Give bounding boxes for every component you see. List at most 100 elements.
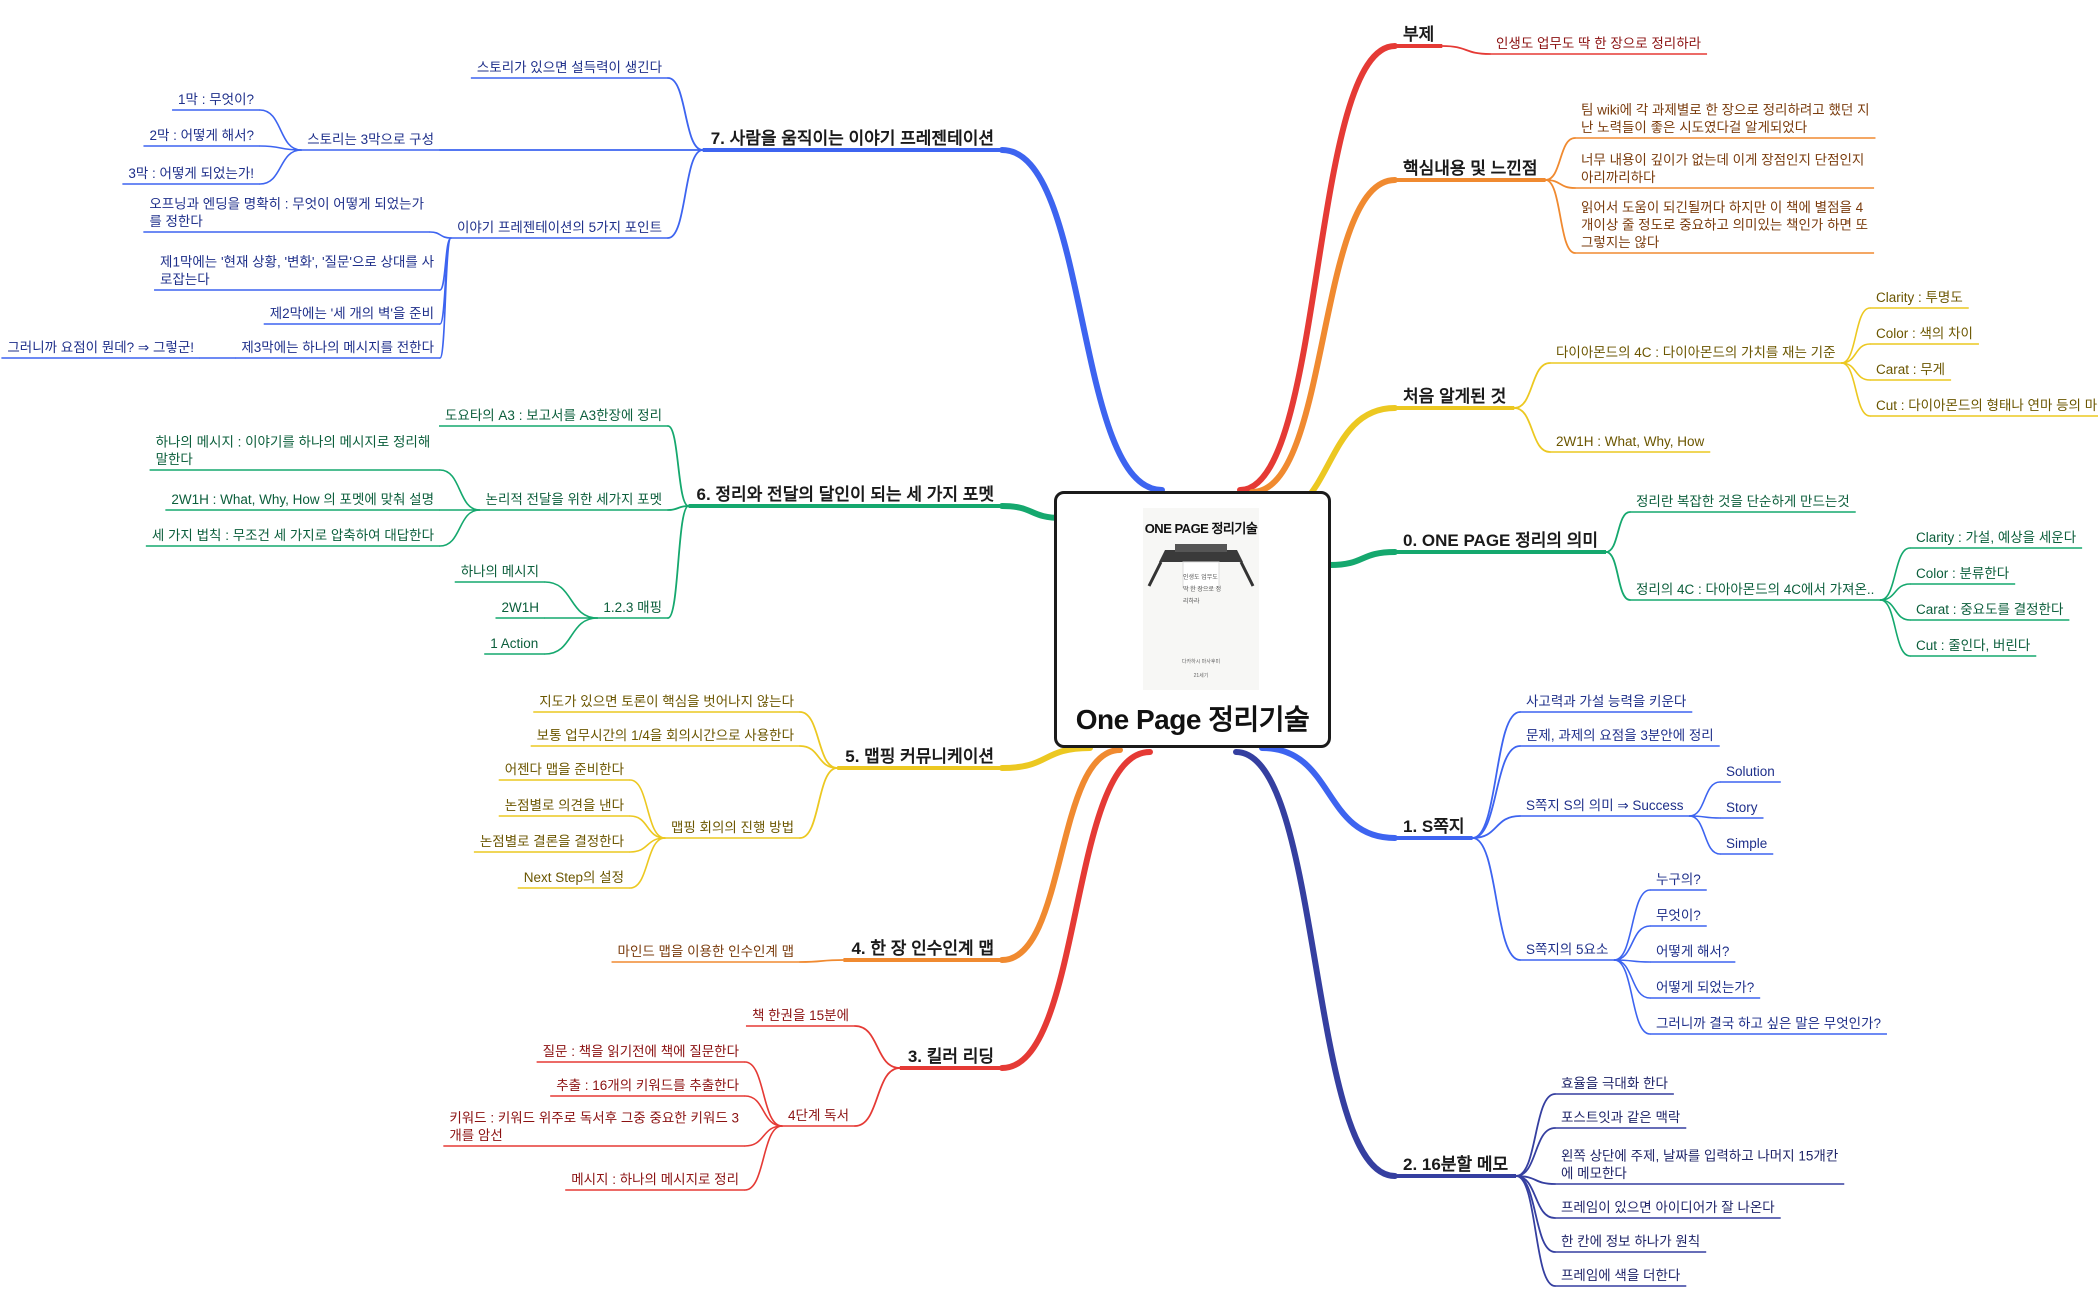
- branch-connector: [1515, 1093, 1556, 1177]
- subtopic-color-text[interactable]: Color : 분류한다: [1916, 566, 2010, 581]
- branch-connector: [1879, 599, 1911, 621]
- subtopic-4-text[interactable]: 읽어서 도움이 되긴될꺼다 하지만 이 책에 별점을 4: [1581, 200, 1864, 215]
- subtopic-3-text[interactable]: 제3막에는 하나의 메시지를 전한다: [241, 340, 434, 355]
- main-topic-7-text[interactable]: 7. 사람을 움직이는 이야기 프레젠테이션: [711, 128, 994, 148]
- subtopic-carat-text[interactable]: Carat : 무게: [1876, 362, 1945, 377]
- subtopic-wiki-text[interactable]: 팀 wiki에 각 과제별로 한 장으로 정리하려고 했던 지: [1581, 103, 1869, 118]
- subtopic-solution-text[interactable]: Solution: [1726, 764, 1775, 779]
- branch-connector: [1605, 511, 1631, 553]
- subtopic-clarity-text[interactable]: Clarity : 가설, 예상을 세운다: [1916, 530, 2077, 545]
- subtopic-node-text[interactable]: 프레임이 있으면 아이디어가 잘 나온다: [1561, 1200, 1775, 1215]
- branch-connector: [799, 767, 839, 839]
- main-topic-3-text[interactable]: 3. 킬러 리딩: [908, 1047, 994, 1066]
- main-topic-5-text[interactable]: 5. 맵핑 커뮤니케이션: [845, 747, 994, 766]
- subtopic-next-step-text[interactable]: Next Step의 설정: [524, 870, 624, 885]
- subtopic-node-text[interactable]: 메시지 : 하나의 메시지로 정리: [571, 1172, 739, 1187]
- subtopic-4c-4c-text[interactable]: 정리의 4C : 다아아몬드의 4C에서 가져온..: [1636, 582, 1874, 597]
- subtopic-node-text[interactable]: 어떻게 되었는가?: [1656, 980, 1754, 995]
- subtopic-node-text[interactable]: 를 정한다: [149, 214, 203, 229]
- subtopic-cut-text[interactable]: Cut : 다이아몬드의 형태나 연마 등의 마감: [1876, 398, 2098, 413]
- subtopic-node-text[interactable]: 오프닝과 엔딩을 명확히 : 무엇이 어떻게 되었는가: [149, 197, 424, 212]
- subtopic-4c-text[interactable]: 다이아몬드의 4C : 다이아몬드의 가치를 재는 기준: [1556, 345, 1836, 360]
- main-topic-node-text[interactable]: 처음 알게된 것: [1403, 387, 1506, 406]
- subtopic-2w1h-text[interactable]: 2W1H: [501, 600, 539, 615]
- subtopic-node-text[interactable]: 너무 내용이 깊이가 없는데 이게 장점인지 단점인지: [1581, 153, 1864, 168]
- subtopic-1-4-text[interactable]: 보통 업무시간의 1/4을 회의시간으로 사용한다: [537, 728, 795, 743]
- subtopic-node-text[interactable]: 누구의?: [1656, 872, 1701, 887]
- subtopic-4-text[interactable]: 4단계 독서: [788, 1108, 849, 1123]
- subtopic-node-text[interactable]: 프레임에 색을 더한다: [1561, 1268, 1681, 1283]
- subtopic-cut-text[interactable]: Cut : 줄인다, 버린다: [1916, 638, 2031, 653]
- central-topic[interactable]: ONE PAGE 정리기술 인생도 업무도 딱 한 장으로 정리하라 다카하시 …: [1054, 491, 1331, 748]
- branch-connector: [1327, 549, 1398, 568]
- branch-connector: [629, 779, 666, 839]
- branch-connector: [629, 837, 666, 889]
- subtopic-node-text[interactable]: 하나의 메시지 : 이야기를 하나의 메시지로 정리해: [156, 435, 431, 450]
- subtopic-1-text[interactable]: 제1막에는 '현재 상황, '변화', '질문'으로 상대를 사: [160, 255, 435, 270]
- subtopic-s-s-success-text[interactable]: S쪽지 S의 의미 ⇒ Success: [1526, 798, 1684, 813]
- subtopic-15-text[interactable]: 책 한권을 15분에: [752, 1008, 849, 1023]
- subtopic-3-text[interactable]: 개를 암선: [449, 1128, 502, 1143]
- branch-connector: [667, 77, 704, 151]
- subtopic-16-text[interactable]: 추출 : 16개의 키워드를 추출한다: [556, 1078, 739, 1093]
- subtopic-1-text[interactable]: 로잡는다: [160, 272, 210, 287]
- subtopic-2w1h-what-why-how-text[interactable]: 2W1H : What, Why, How 의 포멧에 맞춰 설명: [171, 492, 434, 507]
- subtopic-node-text[interactable]: 인생도 업무도 딱 한 장으로 정리하라: [1496, 36, 1702, 51]
- subtopic-node-text[interactable]: 아리까리하다: [1581, 170, 1656, 185]
- branch-connector: [1513, 407, 1551, 453]
- subtopic-node-text[interactable]: 말한다: [156, 452, 194, 467]
- subtopic-node-text[interactable]: 효율을 극대화 한다: [1561, 1076, 1668, 1091]
- subtopic-node-text[interactable]: 하나의 메시지: [461, 564, 539, 579]
- main-topic-6-text[interactable]: 6. 정리와 전달의 달인이 되는 세 가지 포멧: [697, 484, 995, 504]
- subtopic-15-text[interactable]: 에 메모한다: [1561, 1166, 1627, 1181]
- subtopic-2-text[interactable]: 2막 : 어떻게 해서?: [149, 128, 254, 143]
- main-topic-1-s-text[interactable]: 1. S쪽지: [1403, 817, 1465, 836]
- subtopic-node-text[interactable]: 맵핑 회의의 진행 방법: [671, 820, 794, 835]
- subtopic-s-5-text[interactable]: S쪽지의 5요소: [1526, 942, 1608, 957]
- subtopic-wiki-text[interactable]: 난 노력들이 좋은 시도였다걸 알게되었다: [1581, 120, 1808, 135]
- branch-connector: [667, 505, 690, 619]
- subtopic-5-text[interactable]: 이야기 프레젠테이션의 5가지 포인트: [457, 220, 662, 235]
- subtopic-node-text[interactable]: 어떻게 해서?: [1656, 944, 1729, 959]
- subtopic-1-text[interactable]: 1막 : 무엇이?: [178, 92, 254, 107]
- subtopic-color-text[interactable]: Color : 색의 차이: [1876, 326, 1973, 341]
- subtopic-3-text[interactable]: 문제, 과제의 요점을 3분안에 정리: [1526, 728, 1714, 743]
- subtopic-3-text[interactable]: 스토리는 3막으로 구성: [307, 132, 434, 147]
- subtopic-2w1h-what-why-how-text[interactable]: 2W1H : What, Why, How: [1556, 434, 1705, 449]
- subtopic-node-text[interactable]: 무엇이?: [1656, 908, 1701, 923]
- subtopic-node-text[interactable]: 논리적 전달을 위한 세가지 포멧: [486, 492, 662, 507]
- subtopic-node-text[interactable]: 세 가지 법칙 : 무조건 세 가지로 압축하여 대답한다: [152, 528, 435, 543]
- subtopic-node-text[interactable]: 논점별로 의견을 낸다: [505, 798, 625, 813]
- subtopic-carat-text[interactable]: Carat : 중요도를 결정한다: [1916, 602, 2064, 617]
- subtopic-node-text[interactable]: 어젠다 맵을 준비한다: [505, 762, 625, 777]
- subtopic-1-action-text[interactable]: 1 Action: [490, 636, 538, 651]
- subtopic-node-text[interactable]: 지도가 있으면 토론이 핵심을 벗어나지 않는다: [539, 694, 794, 709]
- main-topic-node-text[interactable]: 핵심내용 및 느낀점: [1403, 159, 1538, 178]
- subtopic-3-text[interactable]: 3막 : 어떻게 되었는가!: [128, 166, 254, 181]
- subtopic-4-text[interactable]: 개이상 줄 정도로 중요하고 의미있는 책인가 하면 또: [1581, 218, 1868, 233]
- main-topic-node-text[interactable]: 부제: [1403, 25, 1434, 44]
- subtopic-node-text[interactable]: 질문 : 책을 읽기전에 책에 질문한다: [543, 1044, 740, 1059]
- subtopic-node-text[interactable]: 정리란 복잡한 것을 단순하게 만드는것: [1636, 494, 1850, 509]
- subtopic-4-text[interactable]: 그렇지는 않다: [1581, 235, 1660, 250]
- subtopic-story-text[interactable]: Story: [1726, 800, 1758, 815]
- subtopic-simple-text[interactable]: Simple: [1726, 836, 1767, 851]
- subtopic-node-text[interactable]: 마인드 맵을 이용한 인수인계 맵: [618, 944, 794, 959]
- main-topic-4-text[interactable]: 4. 한 장 인수인계 맵: [851, 939, 994, 958]
- subtopic-node-text[interactable]: 그러니까 요점이 뭔데? ⇒ 그렇군!: [7, 340, 194, 355]
- main-topic-2-16-text[interactable]: 2. 16분할 메모: [1403, 1155, 1508, 1174]
- subtopic-clarity-text[interactable]: Clarity : 투명도: [1876, 290, 1963, 305]
- subtopic-node-text[interactable]: 스토리가 있으면 설득력이 생긴다: [477, 60, 663, 75]
- subtopic-node-text[interactable]: 사고력과 가설 능력을 키운다: [1526, 694, 1687, 709]
- subtopic-1-2-3-text[interactable]: 1.2.3 매핑: [603, 600, 662, 615]
- subtopic-15-text[interactable]: 왼쪽 상단에 주제, 날짜를 입력하고 나머지 15개칸: [1561, 1149, 1838, 1164]
- subtopic-3-text[interactable]: 키워드 : 키워드 위주로 독서후 그중 중요한 키워드 3: [449, 1111, 739, 1126]
- subtopic-node-text[interactable]: 포스트잇과 같은 맥락: [1561, 1110, 1680, 1125]
- subtopic-a3-a3-text[interactable]: 도요타의 A3 : 보고서를 A3한장에 정리: [445, 408, 662, 423]
- main-topic-0-one-page-text[interactable]: 0. ONE PAGE 정리의 의미: [1403, 531, 1598, 550]
- subtopic-node-text[interactable]: 한 칸에 정보 하나가 원칙: [1561, 1234, 1700, 1249]
- subtopic-node-text[interactable]: 논점별로 결론을 결정한다: [480, 834, 625, 849]
- subtopic-node-text[interactable]: 그러니까 결국 하고 싶은 말은 무엇인가?: [1656, 1016, 1881, 1031]
- branch-connector: [799, 745, 839, 769]
- subtopic-2-text[interactable]: 제2막에는 '세 개의 벽'을 준비: [270, 306, 434, 321]
